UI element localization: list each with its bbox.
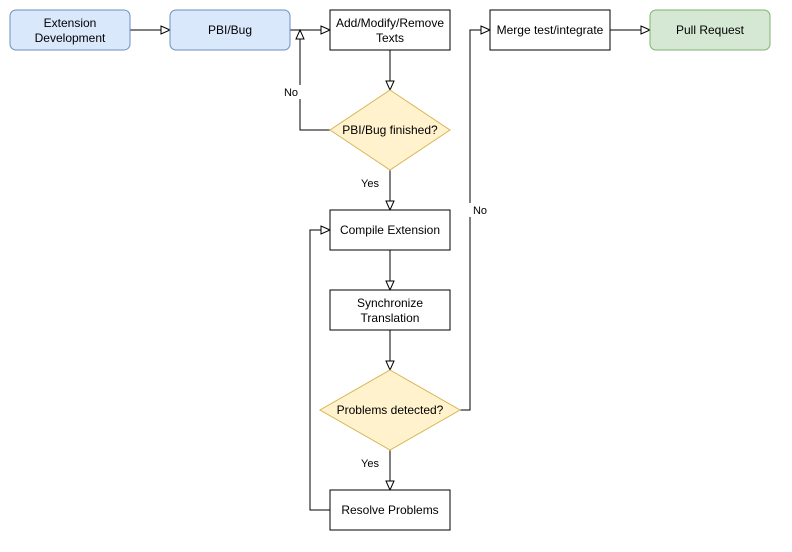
- node-label-line: PBI/Bug: [208, 23, 252, 37]
- arrowhead: [480, 25, 492, 35]
- node-label-line: Texts: [376, 31, 404, 45]
- edge-labels: No Yes No Yes: [280, 85, 491, 470]
- node-extension-development[interactable]: Extension Development: [9, 9, 131, 51]
- node-pull-request[interactable]: Pull Request: [649, 9, 771, 51]
- node-add-modify-remove-texts[interactable]: Add/Modify/Remove Texts: [329, 9, 451, 51]
- arrowhead: [385, 80, 395, 92]
- arrowhead: [385, 480, 395, 492]
- node-label-line: PBI/Bug finished?: [342, 123, 438, 137]
- node-label-line: Resolve Problems: [341, 503, 438, 517]
- edges: [130, 25, 652, 511]
- node-label-line: Extension: [44, 16, 97, 30]
- edge-resolve-to-compile: [309, 229, 330, 511]
- node-label-line: Synchronize: [357, 296, 423, 310]
- edge-label-finished-yes: Yes: [361, 178, 379, 190]
- edge-label-problems-yes: Yes: [361, 458, 379, 470]
- arrowhead: [295, 28, 305, 40]
- edge-label-problems-no: No: [473, 205, 487, 217]
- node-pbi-bug[interactable]: PBI/Bug: [169, 9, 291, 51]
- node-label-line: Merge test/integrate: [497, 23, 604, 37]
- node-label-line: Add/Modify/Remove: [336, 16, 444, 30]
- arrowhead: [640, 25, 652, 35]
- node-label-line: Development: [35, 31, 106, 45]
- node-label-line: Translation: [361, 311, 420, 325]
- arrowhead: [385, 200, 395, 212]
- node-pbi-bug-finished-decision[interactable]: PBI/Bug finished?: [329, 89, 451, 171]
- node-compile-extension[interactable]: Compile Extension: [329, 209, 451, 251]
- node-merge-test-integrate[interactable]: Merge test/integrate: [489, 9, 611, 51]
- node-problems-detected-decision[interactable]: Problems detected?: [318, 369, 462, 451]
- node-synchronize-translation[interactable]: Synchronize Translation: [329, 289, 451, 331]
- edge-label-finished-no: No: [284, 87, 298, 99]
- edge-problems-no: [460, 29, 483, 411]
- edge-finished-no: [299, 38, 330, 131]
- node-label-line: Problems detected?: [337, 403, 444, 417]
- arrowhead: [320, 225, 332, 235]
- arrowhead: [320, 25, 332, 35]
- arrowhead: [160, 25, 172, 35]
- arrowhead: [385, 360, 395, 372]
- node-label-line: Pull Request: [676, 23, 745, 37]
- arrowhead: [385, 280, 395, 292]
- node-label-line: Compile Extension: [340, 223, 440, 237]
- node-resolve-problems[interactable]: Resolve Problems: [329, 489, 451, 531]
